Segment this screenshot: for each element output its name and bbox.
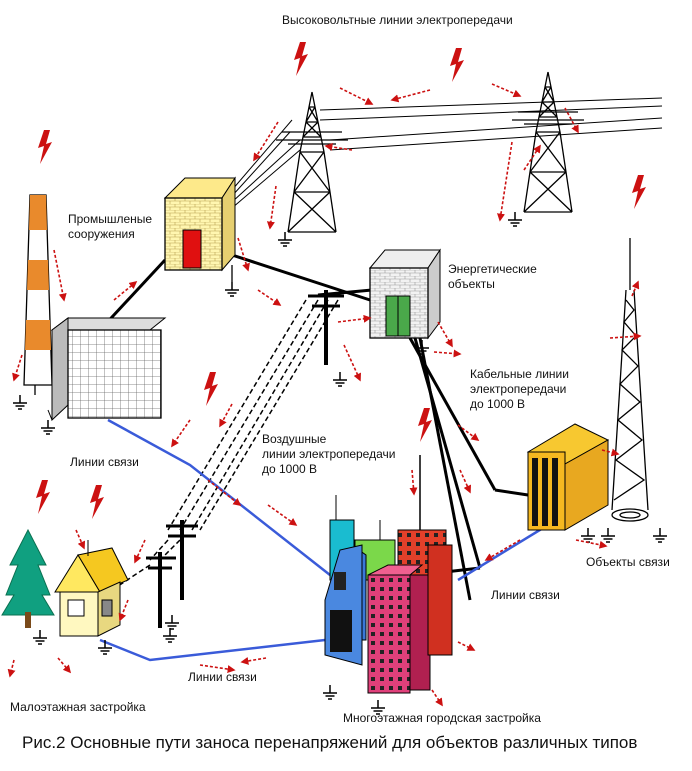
ground-symbol-icon [163, 628, 177, 642]
transmission-tower-icon [276, 92, 348, 246]
label-comm-bottom: Линии связи [188, 670, 257, 685]
utility-pole-icon [308, 290, 344, 365]
chimney [13, 195, 52, 409]
label-comm-left: Линии связи [70, 455, 139, 470]
transmission-tower-icon [508, 72, 584, 226]
communication-equipment-box [528, 424, 608, 542]
label-cable-lines: Кабельные линии электропередачи до 1000 … [470, 367, 569, 412]
ground-symbol-icon [165, 615, 179, 629]
industrial-grid-building [41, 318, 165, 434]
label-comm-objects: Объекты связи [586, 555, 670, 570]
label-highrise: Многоэтажная городская застройка [343, 711, 541, 726]
label-comm-right: Линии связи [491, 588, 560, 603]
figure-caption: Рис.2 Основные пути заноса перенапряжени… [22, 733, 637, 753]
ground-symbol-icon [653, 528, 667, 542]
fir-tree-icon [2, 530, 54, 644]
label-energy: Энергетические объекты [448, 262, 537, 292]
house-icon [55, 540, 128, 654]
energy-building [370, 250, 440, 354]
label-lowrise: Малоэтажная застройка [10, 700, 146, 715]
ground-symbol-icon [601, 528, 615, 542]
label-overhead-lines: Воздушные линии электропередачи до 1000 … [262, 432, 395, 477]
building-icon [323, 455, 452, 714]
label-industrial: Промышленые сооружения [68, 212, 152, 242]
label-hv-lines: Высоковольтные линии электропередачи [282, 13, 513, 28]
radio-tower-icon [612, 238, 648, 521]
utility-pole-icon [166, 520, 198, 600]
industrial-brick-building [165, 178, 239, 296]
ground-symbol-icon [333, 372, 347, 386]
